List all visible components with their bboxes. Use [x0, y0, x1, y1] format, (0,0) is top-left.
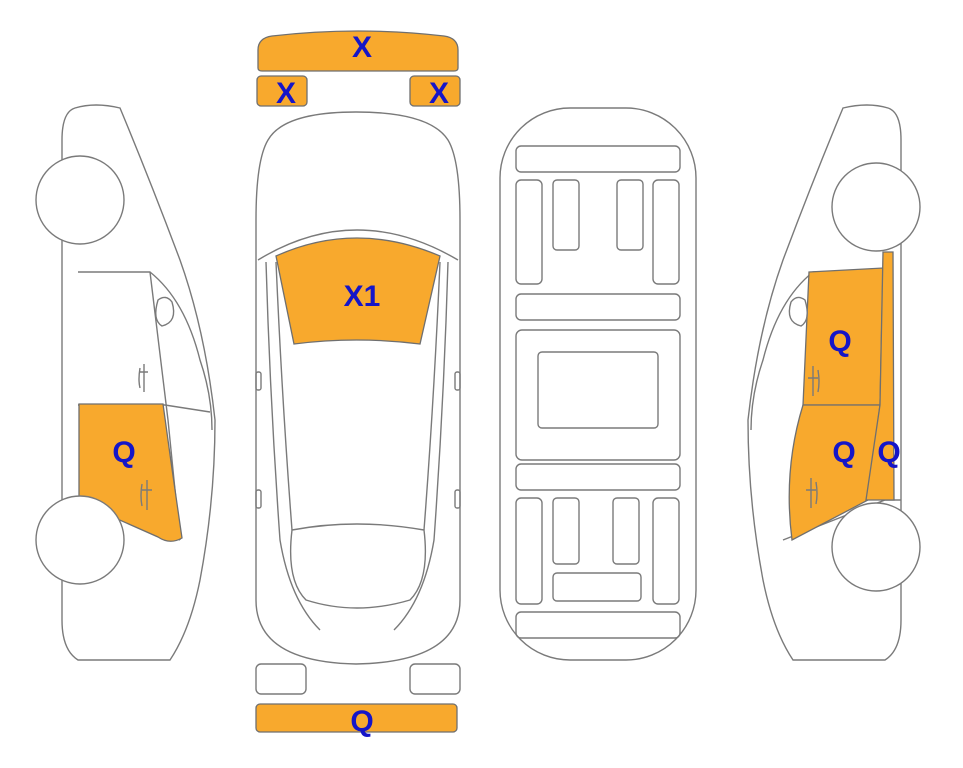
left-side-mirror [155, 296, 175, 327]
underside-mid-front-bar [515, 293, 681, 321]
right-front-door-label: Q [832, 436, 855, 469]
top-view-left-body-line [265, 261, 321, 631]
roof-panel-damage [257, 30, 459, 72]
rear-bumper-damage [255, 703, 458, 733]
left-door-handle-upper-icon [138, 364, 148, 392]
underside-front-left-slot [552, 179, 580, 251]
right-rear-mirror-top-view [454, 489, 461, 509]
underside-front-right-slot [616, 179, 644, 251]
windshield-label: X1 [344, 280, 381, 313]
right-door-handle-lower-icon [806, 478, 818, 508]
right-side-view: Q Q Q [747, 104, 921, 661]
right-pillar-damage [865, 251, 895, 501]
roof-left-label: X [276, 77, 296, 110]
underside-rear-right-rail [652, 497, 680, 605]
top-view-right-inner-line [423, 261, 441, 531]
left-side-view: Q [35, 104, 216, 661]
right-side-mirror [788, 296, 808, 327]
left-rear-mirror-top-view [255, 489, 262, 509]
underside-center-panel [537, 351, 659, 429]
right-side-window-line [750, 271, 885, 431]
underside-center-frame [515, 329, 681, 461]
roof-right-panel-damage [409, 75, 461, 107]
underside-mid-rear-bar [515, 463, 681, 491]
underside-rear-bar [515, 611, 681, 639]
windshield-damage [275, 237, 441, 345]
roof-label: X [352, 31, 372, 64]
underside-rear-right-slot [612, 497, 640, 565]
left-mirror-top-view [255, 371, 262, 391]
left-side-window-line [78, 271, 213, 431]
right-pillar-label: Q [877, 436, 900, 469]
roof-left-panel-damage [256, 75, 308, 107]
top-view-left-inner-line [275, 261, 293, 531]
underside-body-outline [499, 107, 697, 661]
underside-front-bar [515, 145, 681, 173]
left-door-handle-lower-icon [140, 480, 152, 510]
underside-rear-crossbar [552, 572, 642, 602]
right-side-rear-wheel [831, 502, 921, 592]
underside-front-left-rail [515, 179, 543, 285]
rear-bumper-label: Q [350, 705, 373, 738]
roof-right-label: X [429, 77, 449, 110]
left-side-front-wheel [35, 155, 125, 245]
underside-rear-left-rail [515, 497, 543, 605]
right-mirror-top-view [454, 371, 461, 391]
right-rear-door-label: Q [828, 325, 851, 358]
rear-window-line [289, 523, 427, 609]
rear-left-light [255, 663, 307, 695]
top-view-right-body-line [393, 261, 449, 631]
right-front-door-damage [788, 404, 881, 542]
left-door-label: Q [112, 436, 135, 469]
right-side-front-wheel [831, 162, 921, 252]
left-side-rear-wheel [35, 495, 125, 585]
underside-view [499, 107, 697, 661]
rear-right-light [409, 663, 461, 695]
right-door-handle-upper-icon [808, 366, 820, 396]
top-view-hood-line [257, 229, 459, 261]
top-view-body-outline [255, 111, 461, 665]
underside-front-right-rail [652, 179, 680, 285]
top-view: X X X X1 Q [255, 30, 461, 738]
underside-rear-left-slot [552, 497, 580, 565]
